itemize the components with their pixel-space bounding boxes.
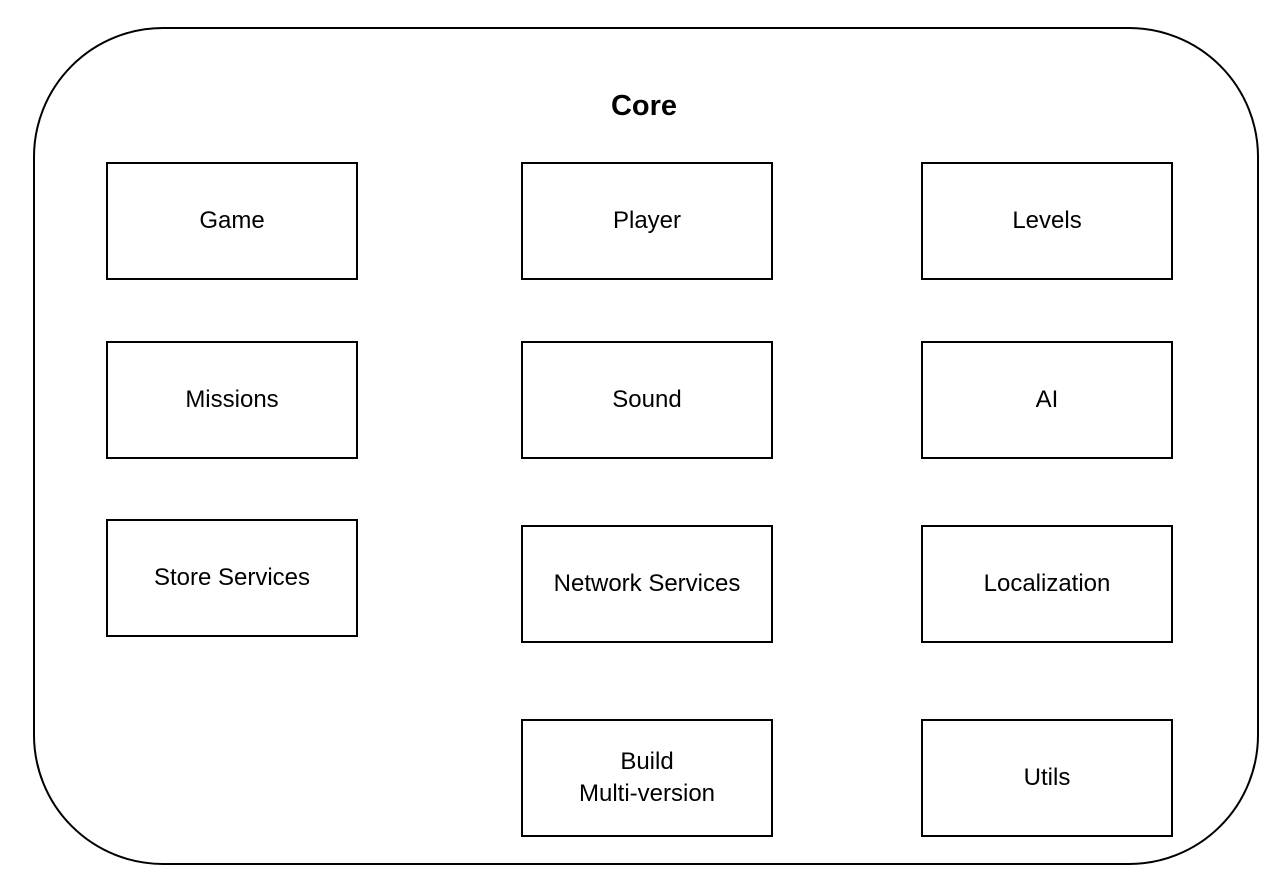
module-levels: Levels xyxy=(921,162,1173,280)
module-localization-label: Localization xyxy=(983,570,1111,597)
module-localization: Localization xyxy=(921,525,1173,643)
module-levels-label: Levels xyxy=(1012,207,1082,234)
core-title: Core xyxy=(610,90,678,122)
module-missions: Missions xyxy=(106,341,358,459)
module-ai-label: AI xyxy=(1035,386,1059,413)
module-ai: AI xyxy=(921,341,1173,459)
module-store-services-label: Store Services xyxy=(153,564,311,591)
module-build-multiversion-label: Build Multi-version xyxy=(578,748,716,807)
module-player-label: Player xyxy=(612,207,682,234)
module-game: Game xyxy=(106,162,358,280)
module-utils: Utils xyxy=(921,719,1173,837)
module-store-services: Store Services xyxy=(106,519,358,637)
module-network-services: Network Services xyxy=(521,525,773,643)
module-network-services-label: Network Services xyxy=(553,570,741,597)
module-player: Player xyxy=(521,162,773,280)
module-missions-label: Missions xyxy=(185,386,279,413)
module-build-multiversion: Build Multi-version xyxy=(521,719,773,837)
module-sound-label: Sound xyxy=(612,386,682,413)
module-utils-label: Utils xyxy=(1023,764,1071,791)
module-sound: Sound xyxy=(521,341,773,459)
module-game-label: Game xyxy=(199,207,265,234)
core-container xyxy=(33,27,1259,865)
